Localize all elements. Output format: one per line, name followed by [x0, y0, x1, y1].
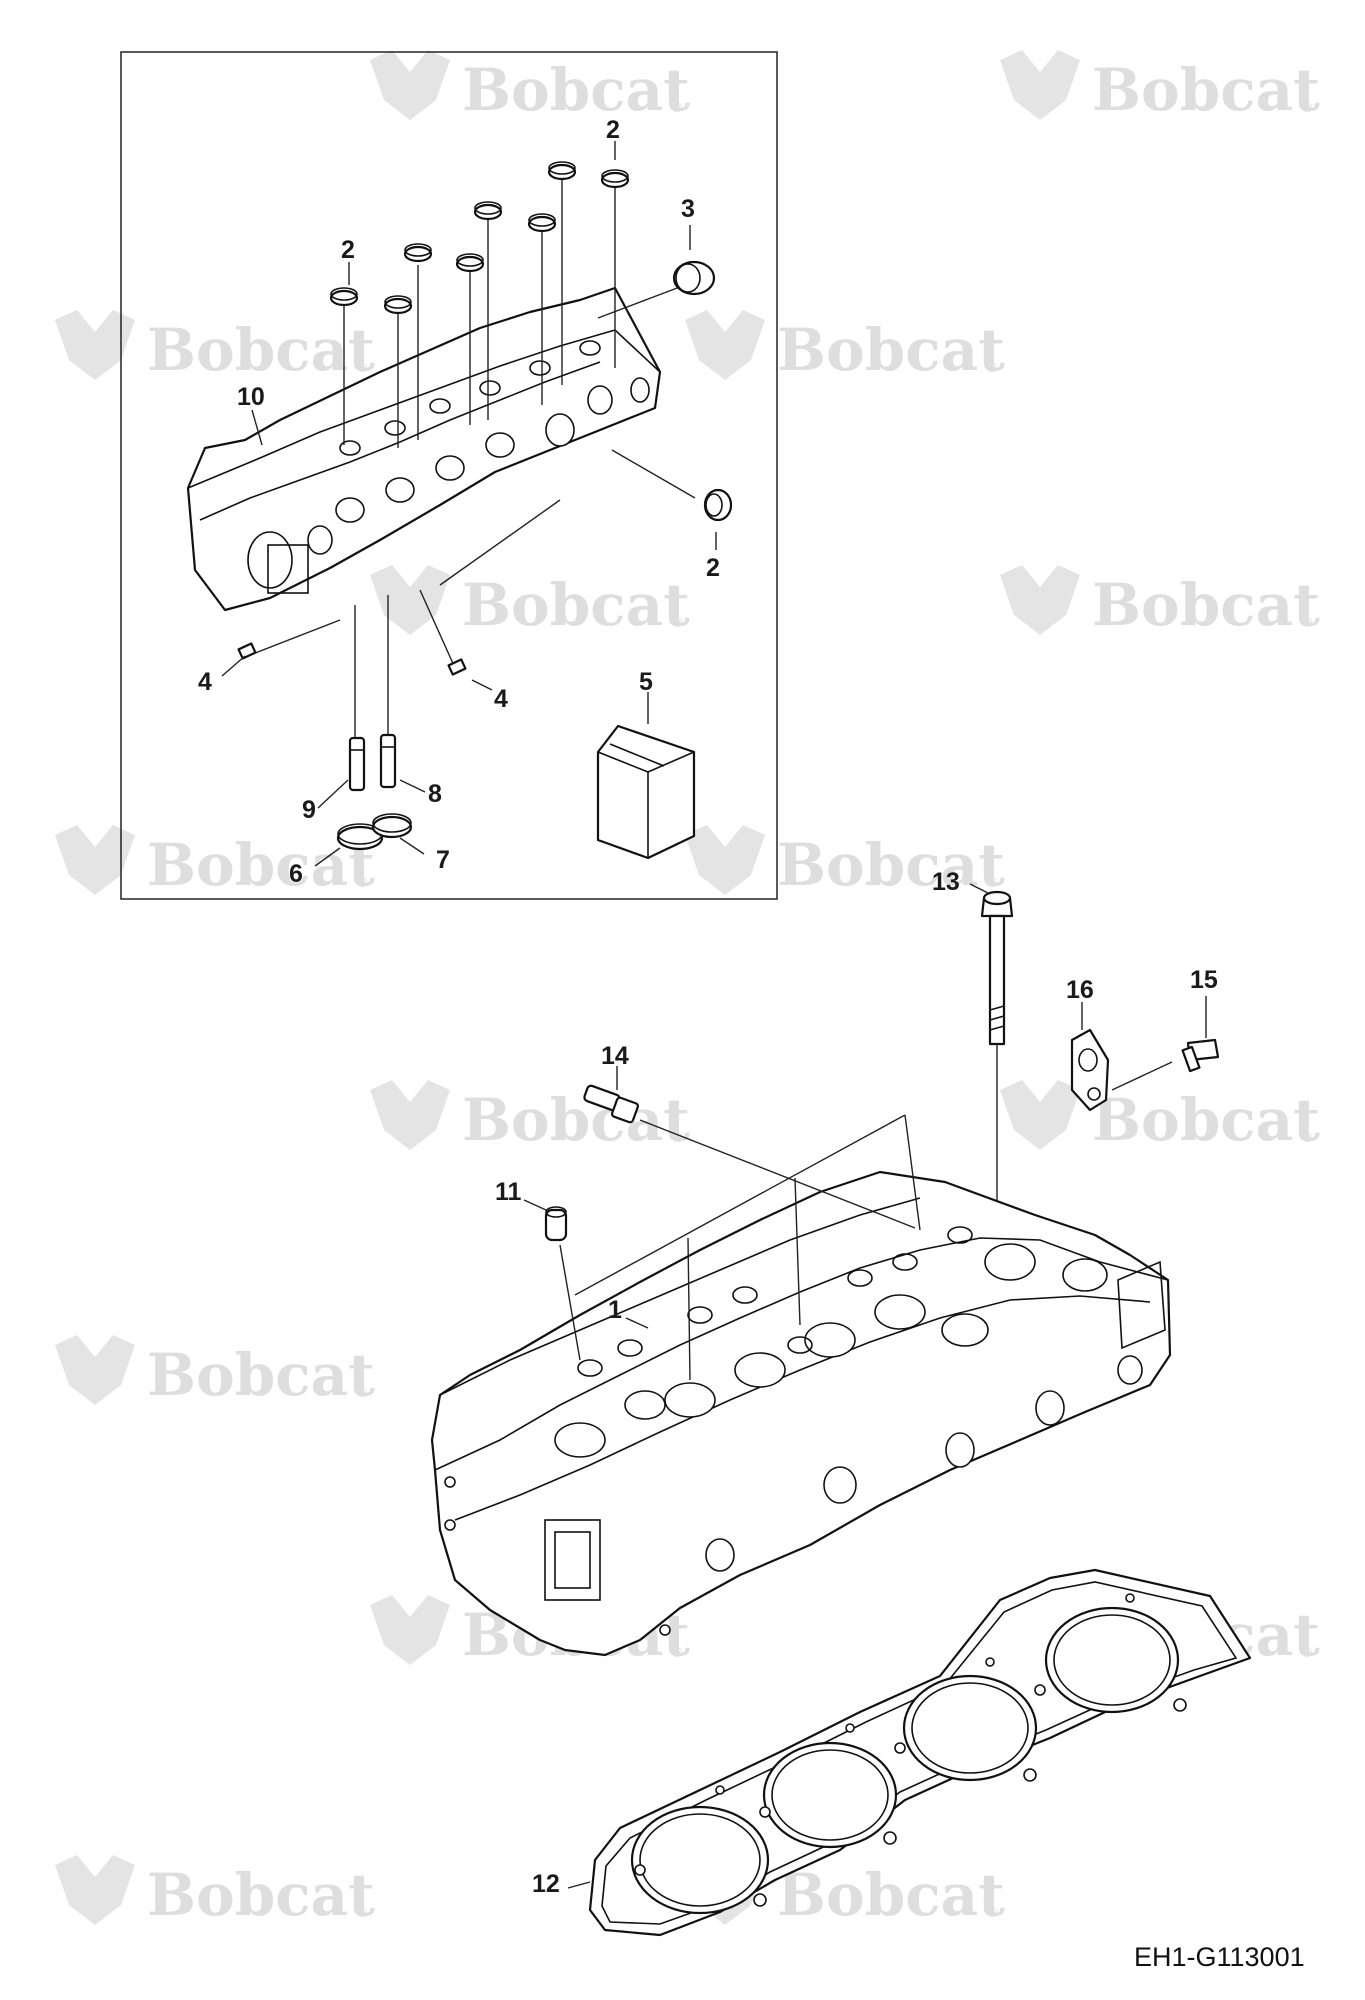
- callout-12: 12: [532, 1870, 560, 1898]
- valve-stem-seal-row: [329, 161, 630, 315]
- svg-text:Bobcat: Bobcat: [147, 316, 375, 384]
- bobcat-watermark: Bobcat ®: [370, 50, 690, 124]
- callout-13: 13: [932, 868, 960, 896]
- gasket-bore: [630, 1805, 770, 1915]
- svg-text:®: ®: [987, 874, 998, 890]
- head-bolt: [980, 890, 1014, 1046]
- callout-3: 3: [681, 195, 695, 223]
- callout-6: 6: [289, 860, 303, 888]
- bobcat-watermark: Bobcat ®: [685, 1855, 1005, 1929]
- valve-stem-seal: [455, 253, 485, 273]
- callout-14: 14: [601, 1042, 629, 1070]
- watermark-layer: Bobcat ® Bobcat ® Bobcat ® Bobcat ® Bobc…: [55, 50, 1320, 1929]
- svg-text:Bobcat: Bobcat: [147, 1341, 375, 1409]
- callout-8: 8: [428, 780, 442, 808]
- svg-text:®: ®: [672, 99, 683, 115]
- callout-2: 2: [606, 116, 620, 144]
- bobcat-watermark: Bobcat ®: [1000, 565, 1320, 639]
- bobcat-watermark: Bobcat ®: [685, 310, 1005, 384]
- bobcat-watermark: Bobcat ®: [55, 825, 375, 899]
- main-callouts: 13 16 15 14 11 1 12: [495, 868, 1218, 1898]
- fitting-connector: [583, 1084, 640, 1124]
- callout-7: 7: [436, 846, 450, 874]
- valve-stem-seal: [403, 243, 433, 263]
- svg-text:Bobcat: Bobcat: [777, 831, 1005, 899]
- callout-16: 16: [1066, 976, 1094, 1004]
- gasket-bore: [762, 1741, 898, 1849]
- dowel-pin: [237, 642, 257, 660]
- svg-text:®: ®: [672, 1129, 683, 1145]
- svg-text:Bobcat: Bobcat: [1092, 571, 1320, 639]
- svg-text:®: ®: [987, 1904, 998, 1920]
- svg-text:®: ®: [357, 1904, 368, 1920]
- svg-text:Bobcat: Bobcat: [147, 831, 375, 899]
- svg-text:®: ®: [1302, 99, 1313, 115]
- bobcat-watermark: Bobcat ®: [1000, 1080, 1320, 1154]
- svg-text:Bobcat: Bobcat: [1092, 1086, 1320, 1154]
- kit-callouts: 2 2 3 10 2 4 4 5 9 8 6 7: [198, 116, 720, 888]
- callout-11: 11: [495, 1178, 522, 1206]
- dowel-pin: [447, 658, 467, 676]
- svg-text:®: ®: [1302, 1129, 1313, 1145]
- valve-guide: [348, 736, 366, 792]
- svg-text:®: ®: [357, 359, 368, 375]
- bobcat-watermark: Bobcat ®: [1000, 50, 1320, 124]
- callout-1: 1: [608, 1296, 622, 1324]
- valve-stem-seal: [383, 295, 413, 315]
- valve-stem-seal: [547, 161, 577, 181]
- bobcat-watermark: Bobcat ®: [55, 1335, 375, 1409]
- valve-stem-seal: [473, 201, 503, 221]
- callout-4: 4: [198, 668, 212, 696]
- callout-15: 15: [1190, 966, 1218, 994]
- svg-text:®: ®: [357, 874, 368, 890]
- valve-stem-seal: [527, 213, 557, 233]
- svg-text:Bobcat: Bobcat: [777, 316, 1005, 384]
- svg-text:Bobcat: Bobcat: [462, 1086, 690, 1154]
- svg-text:Bobcat: Bobcat: [147, 1861, 375, 1929]
- plug-part: [672, 260, 716, 296]
- svg-text:Bobcat: Bobcat: [462, 56, 690, 124]
- bobcat-watermark: Bobcat ®: [370, 565, 690, 639]
- svg-text:®: ®: [357, 1384, 368, 1400]
- svg-text:®: ®: [672, 1644, 683, 1660]
- kit-frame: [120, 51, 778, 900]
- valve-stem-seal: [329, 287, 359, 307]
- callout-9: 9: [302, 796, 316, 824]
- kit-leader-lines: [249, 178, 696, 740]
- bobcat-watermark: Bobcat ®: [55, 1855, 375, 1929]
- bobcat-watermark: Bobcat ®: [55, 310, 375, 384]
- gasket-bore: [1044, 1606, 1180, 1714]
- seal-ring-part: [703, 488, 733, 522]
- main-leader-lines: [559, 1044, 1173, 1381]
- head-gasket: [588, 1568, 1252, 1937]
- valve-guide: [379, 733, 397, 789]
- bobcat-watermark: Bobcat ®: [685, 825, 1005, 899]
- svg-text:®: ®: [672, 614, 683, 630]
- callout-5: 5: [639, 668, 653, 696]
- svg-text:®: ®: [1302, 1644, 1313, 1660]
- gasket-bore: [902, 1674, 1038, 1782]
- svg-text:Bobcat: Bobcat: [1092, 56, 1320, 124]
- svg-text:®: ®: [987, 359, 998, 375]
- callout-2: 2: [706, 554, 720, 582]
- valve-stem-seal: [600, 169, 630, 189]
- gasket-kit-box: [596, 724, 696, 860]
- callout-10: 10: [237, 383, 265, 411]
- bobcat-watermark: Bobcat ®: [370, 1080, 690, 1154]
- o-ring-part: [371, 813, 413, 839]
- callout-2: 2: [341, 236, 355, 264]
- bracket-bolt: [1181, 1038, 1220, 1073]
- lifting-bracket: [1070, 1028, 1110, 1112]
- callout-4: 4: [494, 685, 508, 713]
- cylinder-head-main: [430, 1170, 1172, 1657]
- drawing-reference-code: EH1-G113001: [1134, 1942, 1305, 1972]
- svg-text:®: ®: [1302, 614, 1313, 630]
- core-plug: [544, 1206, 568, 1242]
- svg-text:Bobcat: Bobcat: [462, 571, 690, 639]
- svg-text:Bobcat: Bobcat: [777, 1861, 1005, 1929]
